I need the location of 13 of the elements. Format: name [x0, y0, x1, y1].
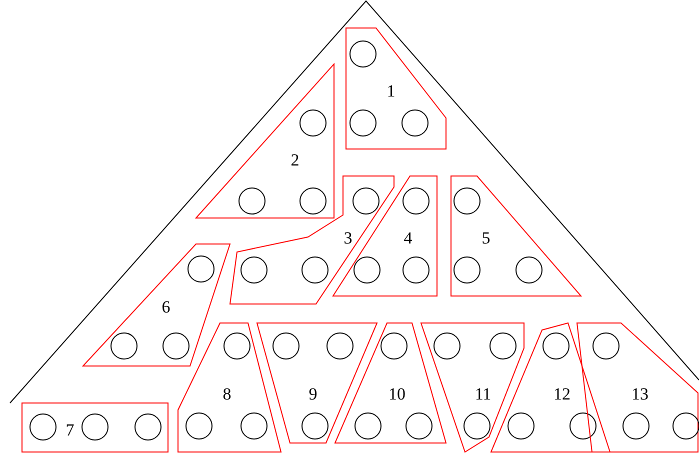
piece-number: 2	[290, 152, 300, 168]
piece-number: 5	[482, 230, 490, 246]
piece-number: 12	[554, 386, 570, 402]
piece-number: 1	[386, 82, 396, 100]
piece-number: 4	[404, 230, 412, 246]
piece-number: 6	[162, 298, 170, 316]
piece-number: 13	[632, 386, 648, 402]
piece-number: 10	[388, 386, 406, 402]
piece-number: 8	[222, 386, 232, 402]
piece-number: 11	[474, 386, 492, 402]
piece-number: 7	[66, 422, 74, 438]
piece-number: 9	[308, 386, 318, 402]
piece-number: 3	[344, 230, 352, 246]
